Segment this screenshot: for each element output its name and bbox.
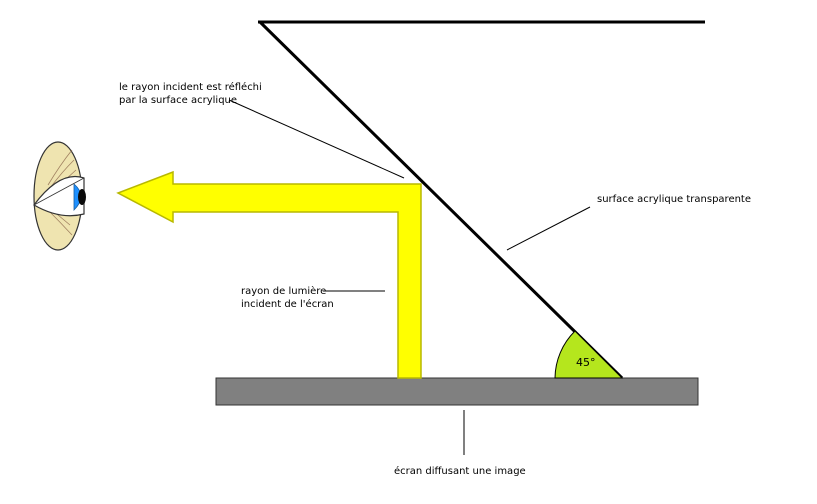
screen-label: écran diffusant une image: [394, 466, 526, 477]
angle-wedge: [554, 330, 624, 379]
light-ray-arrow: [116, 170, 422, 379]
acrylic-surface-line: [258, 20, 624, 380]
screen-bar: [215, 377, 699, 406]
eye-icon: [33, 141, 86, 251]
angle-label: 45°: [576, 356, 596, 369]
incident-ray-label-line2: incident de l'écran: [241, 299, 334, 310]
acrylic-leader: [506, 206, 591, 251]
reflection-leader: [228, 99, 405, 179]
reflection-label-line1: le rayon incident est réfléchi: [119, 82, 262, 93]
incident-ray-label-line1: rayon de lumière: [241, 286, 327, 297]
reflection-label-line2: par la surface acrylique: [119, 95, 238, 106]
acrylic-surface-label: surface acrylique transparente: [597, 194, 752, 205]
